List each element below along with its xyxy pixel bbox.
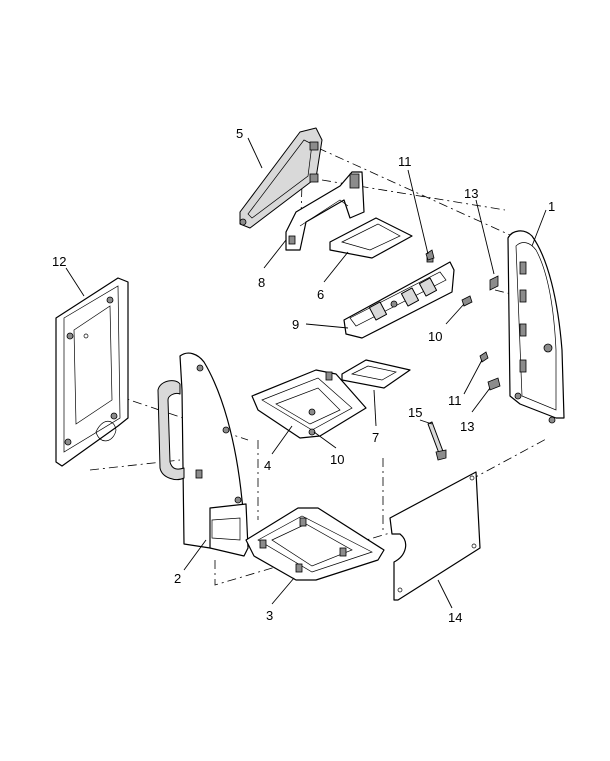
callout-7: 7: [372, 430, 379, 445]
leader-lines: [65, 137, 547, 609]
callout-11a: 11: [398, 154, 412, 169]
callout-10a: 10: [428, 329, 442, 344]
part-5-upper-trim: [239, 127, 323, 229]
part-1-side-panel: [507, 230, 565, 424]
part-8-bracket: [285, 171, 365, 251]
callout-5: 5: [236, 126, 243, 141]
part-4-mid-tray: [251, 369, 367, 439]
callout-4: 4: [264, 458, 271, 473]
callout-6: 6: [317, 287, 324, 302]
callout-3: 3: [266, 608, 273, 623]
fasteners: [308, 249, 501, 436]
callout-12: 12: [52, 254, 66, 269]
callout-13b: 13: [460, 419, 474, 434]
part-14-sheet-panel: [389, 471, 481, 601]
part-3-base: [245, 507, 385, 581]
part-12-rear-panel: [55, 277, 129, 467]
part-2-front-panel: [157, 352, 249, 557]
callout-8: 8: [258, 275, 265, 290]
callout-15: 15: [408, 405, 422, 420]
callout-11b: 11: [448, 393, 462, 408]
callout-14: 14: [448, 610, 462, 625]
callout-labels: 1 2 3 4 5 6 7 8 9 10 10 11 11 12 13 13 1…: [52, 126, 555, 625]
callout-10b: 10: [330, 452, 344, 467]
callout-2: 2: [174, 571, 181, 586]
part-9-control-panel: [343, 255, 455, 339]
part-6-frame: [329, 217, 413, 259]
part-7-small-tray: [341, 359, 411, 389]
callout-9: 9: [292, 317, 299, 332]
callout-1: 1: [548, 199, 555, 214]
part-15-pin: [427, 421, 447, 461]
callout-13a: 13: [464, 186, 478, 201]
